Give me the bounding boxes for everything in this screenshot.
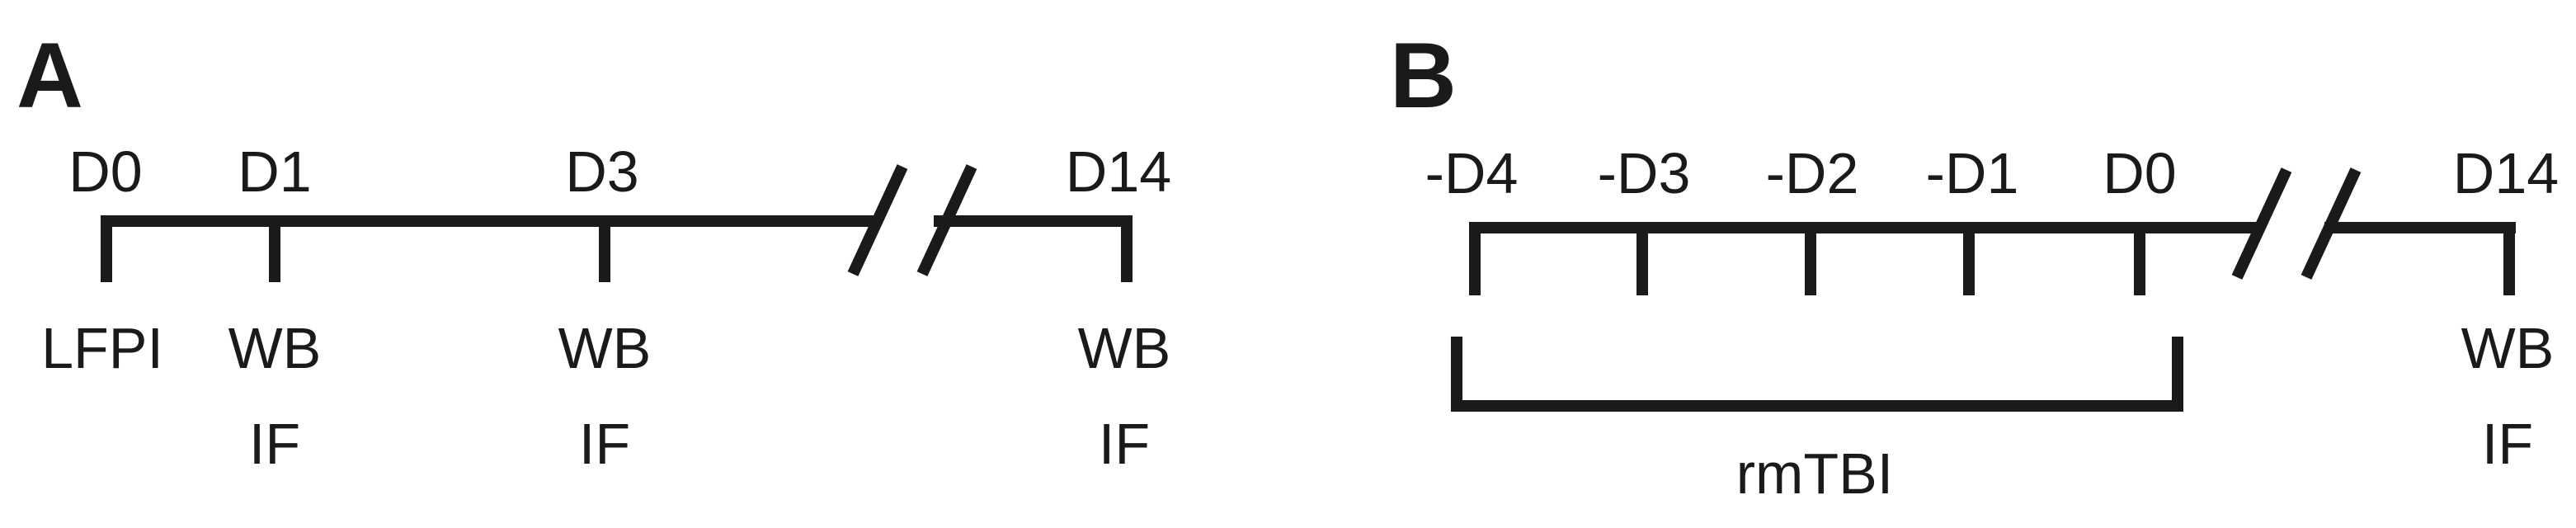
panel-b-event-d14-if: IF <box>2482 412 2533 476</box>
panel-a: A D0 D1 D3 D14 LFPI WB IF WB IF WB IF <box>16 24 1171 476</box>
panel-a-letter: A <box>16 24 83 127</box>
panel-b-day-m4: -D4 <box>1425 141 1519 205</box>
panel-b-day-d0: D0 <box>2103 141 2176 205</box>
panel-a-event-lfpi: LFPI <box>41 316 163 380</box>
panel-b-letter: B <box>1390 24 1457 127</box>
panel-b-day-m2: -D2 <box>1766 141 1859 205</box>
panel-b-rmtbi-label: rmTBI <box>1736 441 1894 506</box>
panel-a-day-d14: D14 <box>1066 139 1171 204</box>
panel-b-day-d14: D14 <box>2453 141 2559 205</box>
panel-a-event-d1-wb: WB <box>228 316 322 380</box>
panel-b-break-mark-left <box>2231 167 2292 280</box>
panel-a-event-d14-if: IF <box>1099 412 1150 476</box>
panel-b-day-m1: -D1 <box>1926 141 2019 205</box>
panel-a-event-d3-wb: WB <box>558 316 652 380</box>
panel-a-break-mark-right <box>916 164 977 276</box>
panel-a-event-d14-wb: WB <box>1078 316 1171 380</box>
panel-b: B -D4 -D3 -D2 -D1 D0 D14 rmTBI WB IF <box>1390 24 2559 506</box>
panel-a-event-d1-if: IF <box>249 412 300 476</box>
panel-a-day-d0: D0 <box>68 139 142 204</box>
panel-a-day-d1: D1 <box>238 139 311 204</box>
panel-b-break-mark-right <box>2301 167 2362 280</box>
panel-a-event-d3-if: IF <box>579 412 630 476</box>
panel-a-break-mark-left <box>847 164 908 276</box>
panel-a-day-d3: D3 <box>565 139 638 204</box>
panel-b-event-d14-wb: WB <box>2461 316 2555 380</box>
panel-b-rmtbi-bracket <box>1451 337 2183 412</box>
panel-b-day-m3: -D3 <box>1598 141 1691 205</box>
